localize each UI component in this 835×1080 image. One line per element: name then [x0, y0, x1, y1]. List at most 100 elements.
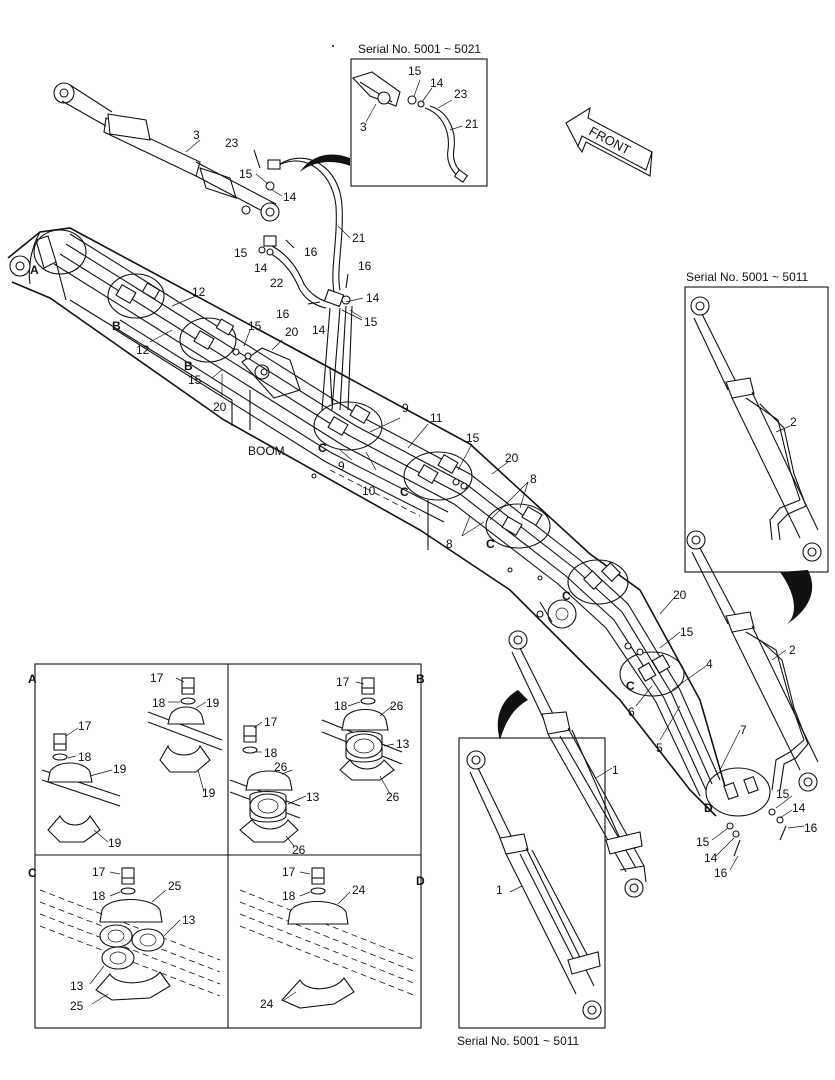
label-part: 20	[505, 451, 519, 465]
label-part: 15	[696, 835, 710, 849]
detail-c-drawing	[39, 867, 221, 1005]
label-part: 16	[304, 245, 318, 259]
caption-serial-top: Serial No. 5001 ~ 5021	[358, 42, 481, 56]
label-part: 18	[78, 750, 92, 764]
callout-letter: A	[30, 263, 39, 277]
label-part: 13	[306, 790, 320, 804]
callout-letter: C	[626, 679, 635, 693]
label-part: 6	[628, 705, 635, 719]
label-part: 13	[396, 737, 410, 751]
label-part: 14	[312, 323, 326, 337]
inset-top-serial: Serial No. 5001 ~ 5021 15 14 23 3 21	[350, 42, 488, 187]
label-part: 20	[673, 588, 687, 602]
label-part: 2	[790, 415, 797, 429]
detail-title-b: B	[416, 672, 425, 686]
label-part: 17	[92, 865, 106, 879]
label-part: 11	[430, 411, 443, 425]
callout-letter: C	[486, 537, 495, 551]
label-part: 24	[352, 883, 366, 897]
label-part: 26	[386, 790, 400, 804]
swoosh-arrow	[780, 570, 813, 626]
label-part: 26	[390, 699, 404, 713]
arm-cylinder-2: 2	[686, 530, 819, 792]
clamp-circles	[33, 229, 771, 817]
callout-letter: C	[318, 441, 327, 455]
inset-right-serial: Serial No. 5001 ~ 5011 2	[684, 270, 829, 573]
label-part: 17	[150, 671, 164, 685]
detail-a-drawing	[41, 677, 223, 843]
label-part: 23	[225, 136, 239, 150]
label-part: 16	[276, 307, 290, 321]
label-part: 17	[336, 675, 350, 689]
callout-letter: B	[112, 319, 121, 333]
label-part: 7	[740, 723, 747, 737]
label-part: 10	[362, 484, 376, 498]
label-part: 15	[188, 373, 202, 387]
d-area-fasteners	[711, 795, 805, 871]
hoses-21-22	[253, 149, 353, 411]
boom-label: BOOM	[248, 444, 285, 458]
label-part: 16	[714, 866, 728, 880]
label-part: 18	[264, 746, 278, 760]
label-part: 15	[234, 246, 248, 260]
inset-bottom-serial: Serial No. 5001 ~ 5011 1	[457, 737, 606, 1048]
label-part: 17	[264, 715, 278, 729]
label-part: 18	[334, 699, 348, 713]
detail-d-drawing	[239, 867, 417, 1009]
boom-cylinder: 3	[53, 82, 280, 222]
swoosh-arrow	[497, 690, 528, 740]
detail-title-a: A	[28, 672, 37, 686]
label-part: 23	[454, 87, 468, 101]
pipe-bundle	[53, 233, 721, 797]
label-part: 14	[254, 261, 268, 275]
detail-title-d: D	[416, 874, 425, 888]
stray-dot	[332, 45, 334, 47]
caption-serial-right: Serial No. 5001 ~ 5011	[686, 270, 809, 284]
label-part: 21	[465, 117, 479, 131]
label-part: 16	[358, 259, 372, 273]
label-part: 13	[70, 979, 84, 993]
label-part: 20	[213, 400, 227, 414]
label-part: 19	[202, 786, 216, 800]
callout-letter: C	[400, 485, 409, 499]
label-part: 15	[248, 319, 262, 333]
label-part: 15	[364, 315, 378, 329]
label-part: 18	[282, 889, 296, 903]
label-part: 14	[792, 801, 806, 815]
label-part: 26	[274, 760, 288, 774]
label-part: 18	[92, 889, 106, 903]
label-part: 5	[656, 741, 663, 755]
label-part: 14	[430, 76, 444, 90]
label-part: 14	[283, 190, 297, 204]
detail-panels	[34, 663, 422, 1029]
label-part: 4	[706, 657, 713, 671]
callout-letter: D	[704, 801, 713, 815]
label-part: 26	[292, 843, 306, 857]
label-part: 8	[530, 472, 537, 486]
callout-letter: B	[184, 359, 193, 373]
label-part: 1	[496, 883, 503, 897]
label-part: 19	[206, 696, 220, 710]
front-arrow: FRONT	[565, 106, 653, 177]
label-part: 17	[282, 865, 296, 879]
label-part: 22	[270, 276, 284, 290]
front-label: FRONT	[587, 123, 634, 157]
label-part: 3	[193, 128, 200, 142]
detail-title-c: C	[28, 866, 37, 880]
detail-b-drawing	[229, 677, 403, 847]
label-part: 17	[78, 719, 92, 733]
label-part: 3	[360, 120, 367, 134]
label-part: 12	[136, 343, 150, 357]
label-part: 15	[776, 787, 790, 801]
arm-cylinder-1: 1	[508, 630, 647, 898]
label-part: 25	[168, 879, 182, 893]
label-part: 24	[260, 997, 274, 1011]
label-part: 13	[182, 913, 196, 927]
label-part: 9	[402, 401, 409, 415]
label-part: 16	[804, 821, 818, 835]
label-part: 18	[152, 696, 166, 710]
label-part: 9	[338, 459, 345, 473]
label-part: 15	[239, 167, 253, 181]
label-part: 25	[70, 999, 84, 1013]
